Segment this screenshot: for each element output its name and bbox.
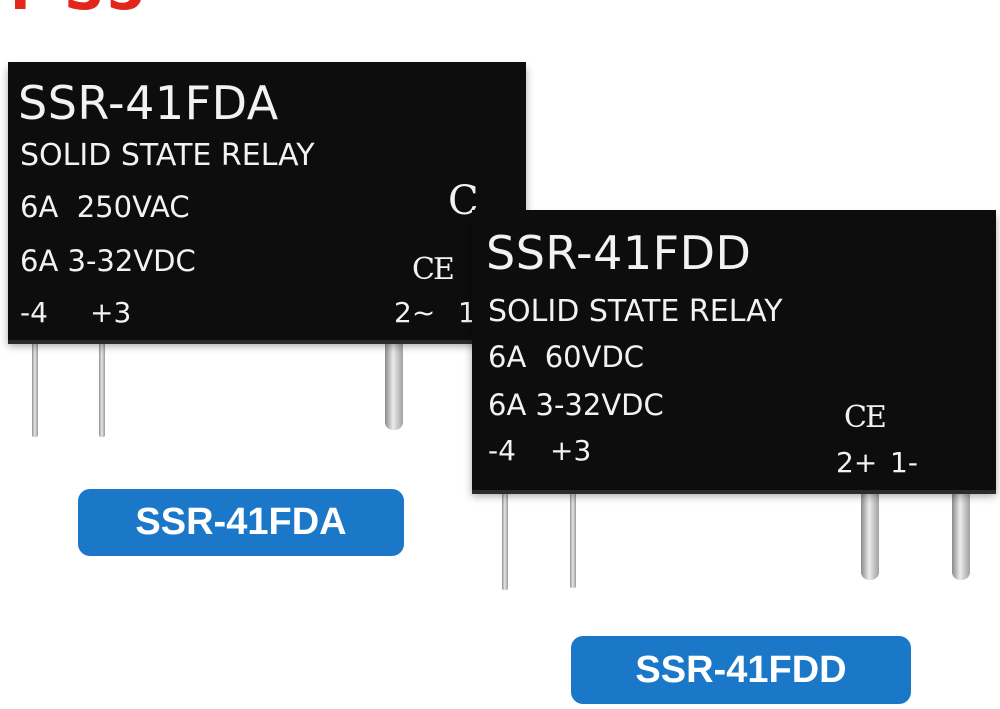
relay-a-pin-label-2: 2~	[394, 296, 436, 329]
relay-a-lead-pin-2	[385, 340, 403, 430]
relay-b-lead-pin-3	[570, 490, 576, 588]
relay-a-model-text: SSR-41FDA	[18, 76, 279, 130]
relay-a-pin-label-neg4: -4	[20, 296, 48, 329]
relay-b-pin-label-pos3: +3	[550, 434, 592, 467]
relay-a-spec-control: 6A 3-32VDC	[20, 244, 196, 278]
label-ssr-41fdd: SSR-41FDD	[571, 636, 911, 704]
label-ssr-41fda: SSR-41FDA	[78, 489, 404, 556]
relay-a-spec-load: 6A 250VAC	[20, 190, 190, 224]
relay-b-pin-label-1: 1-	[890, 446, 918, 479]
relay-b-subtitle: SOLID STATE RELAY	[488, 294, 783, 329]
relay-a-pin-label-pos3: +3	[90, 296, 132, 329]
relay-b-spec-load: 6A 60VDC	[488, 340, 645, 374]
relay-b-model-text: SSR-41FDD	[486, 226, 752, 280]
relay-ssr-41fdd: SSR-41FDD SOLID STATE RELAY 6A 60VDC 6A …	[472, 210, 996, 490]
relay-b-pin-label-2: 2+	[836, 446, 878, 479]
relay-b-ce-mark: CE	[844, 400, 887, 435]
relay-b-lead-pin-1	[952, 490, 970, 580]
top-text-fragment: Y S5	[0, 0, 190, 12]
relay-b-lead-pin-4	[502, 490, 508, 590]
relay-a-lead-pin-4	[32, 340, 38, 437]
relay-b-pin-label-neg4: -4	[488, 434, 516, 467]
relay-b-spec-control: 6A 3-32VDC	[488, 388, 664, 422]
relay-a-pin-label-1: 1	[458, 296, 476, 329]
relay-b-lead-pin-2	[861, 490, 879, 580]
relay-ssr-41fda: SSR-41FDA SOLID STATE RELAY 6A 250VAC 6A…	[8, 62, 526, 340]
relay-a-subtitle: SOLID STATE RELAY	[20, 138, 315, 173]
relay-a-ce-mark: CE	[412, 252, 455, 287]
relay-a-lead-pin-3	[99, 340, 105, 437]
